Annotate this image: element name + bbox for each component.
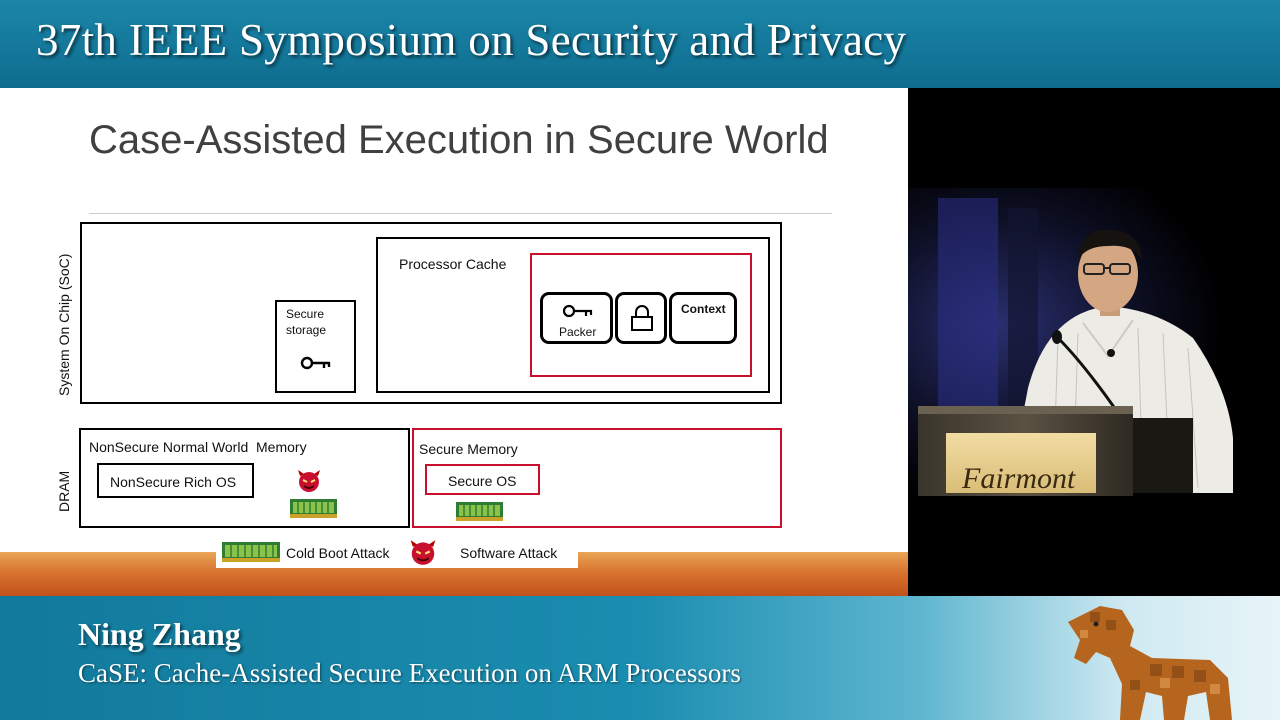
nonsecure-os-box [97, 463, 254, 498]
packer-label: Packer [559, 325, 597, 339]
soc-box [80, 222, 782, 404]
packer-chip: Packer [540, 292, 613, 344]
nonsecure-os-label: NonSecure Rich OS [110, 474, 237, 490]
secure-storage-box [275, 300, 356, 393]
conference-title: 37th IEEE Symposium on Security and Priv… [36, 15, 907, 65]
lock-icon [631, 305, 653, 331]
key-icon [300, 356, 331, 370]
talk-title: CaSE: Cache-Assisted Secure Execution on… [78, 658, 741, 688]
secure-storage-label: Secure storage [286, 307, 327, 337]
context-chip: Context [669, 292, 737, 344]
nonsecure-memory-box [79, 428, 410, 528]
dram-side-label: DRAM [56, 470, 72, 512]
header-bar: 37th IEEE Symposium on Security and Priv… [0, 0, 1280, 88]
trojan-horse-icon [1068, 606, 1232, 720]
speaker-name: Ning Zhang [78, 616, 241, 652]
secure-os-label: Secure OS [448, 473, 517, 489]
attack-legend: Cold Boot Attack Software Attack [216, 536, 578, 568]
key-icon [562, 304, 593, 318]
software-attack-label: Software Attack [460, 545, 558, 561]
devil-icon [410, 540, 436, 565]
speaker-video: Fairmont [908, 88, 1280, 596]
lock-chip [615, 292, 667, 344]
devil-icon [298, 470, 320, 492]
processor-cache-label: Processor Cache [399, 256, 507, 272]
memory-module-icon [290, 499, 337, 518]
secure-cache-region [530, 253, 752, 377]
soc-side-label: System On Chip (SoC) [56, 253, 72, 396]
context-label: Context [681, 302, 726, 316]
nonsecure-memory-label: NonSecure Normal World Memory [89, 439, 307, 455]
podium-plaque-text: Fairmont [961, 462, 1076, 495]
processor-cache-box [376, 237, 770, 393]
speaker-scene: Fairmont [908, 188, 1280, 496]
cold-boot-attack-label: Cold Boot Attack [286, 545, 390, 561]
memory-module-icon [456, 502, 503, 521]
secure-memory-box [412, 428, 782, 528]
slide-title: Case-Assisted Execution in Secure World [89, 118, 829, 162]
lower-third-banner: Ning Zhang CaSE: Cache-Assisted Secure E… [0, 596, 1280, 720]
secure-memory-label: Secure Memory [419, 441, 518, 457]
secure-os-box [425, 464, 540, 495]
presentation-slide: Case-Assisted Execution in Secure World … [0, 88, 908, 596]
memory-module-icon [222, 542, 280, 562]
title-divider [89, 213, 832, 214]
